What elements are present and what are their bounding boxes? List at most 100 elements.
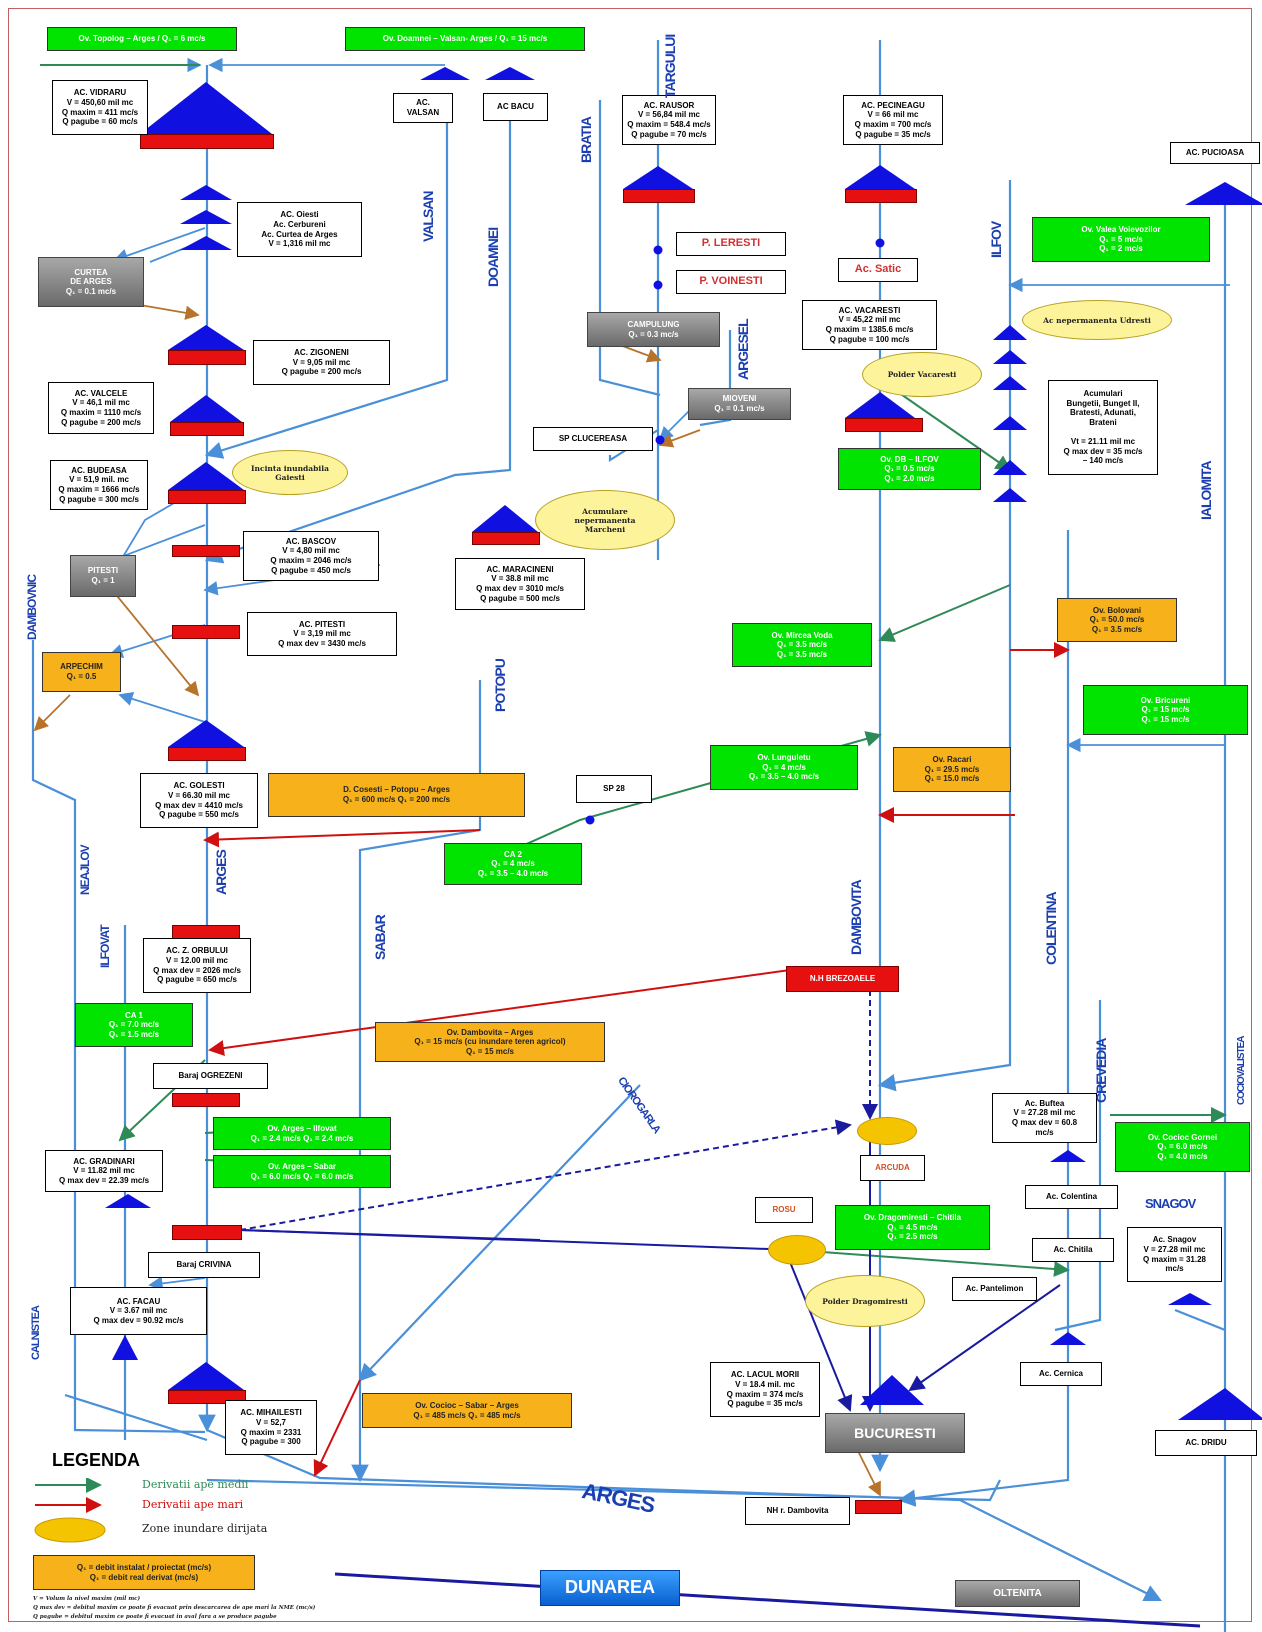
bucuresti-box: BUCURESTI: [825, 1413, 965, 1453]
baraj-crivina-box: Baraj CRIVINA: [148, 1252, 260, 1278]
ac-buftea-box: Ac. Buftea V = 27.28 mil mc Q max dev = …: [992, 1093, 1097, 1143]
sp-28-box: SP 28: [576, 775, 652, 803]
dam-base-pecineagu: [845, 189, 917, 203]
arpechim-box: ARPECHIM Q₁ = 0.5: [42, 652, 121, 692]
ac-pecineagu-box: AC. PECINEAGU V = 66 mil mc Q maxim = 70…: [843, 95, 943, 145]
dambovnic-river: [31, 640, 206, 1434]
ac-lacul-morii-box: AC. LACUL MORII V = 18.4 mil. mc Q maxim…: [710, 1362, 820, 1417]
river-label-neajlov: NEAJLOV: [78, 845, 92, 895]
nh-brezoaele-box: N.H BREZOAELE: [786, 966, 899, 992]
ov-mircea-voda-box: Ov. Mircea Voda Q₁ = 3.5 mc/s Q₁ = 3.5 m…: [732, 623, 872, 667]
river-label-dambovnic: DAMBOVNIC: [25, 575, 39, 640]
ac-bacu-box: AC BACU: [483, 93, 548, 121]
river-label-crevedia: CREVEDIA: [1093, 1038, 1109, 1103]
river-label-potopu: POTOPU: [492, 659, 508, 712]
ac-budeasa-box: AC. BUDEASA V = 51,9 mil. mc Q maxim = 1…: [50, 460, 148, 510]
ov-valea-voievozilor-box: Ov. Valea Voievozilor Q₁ = 5 mc/s Q₁ = 2…: [1032, 217, 1210, 262]
ac-pitesti-box: AC. PITESTI V = 3,19 mil mc Q max dev = …: [247, 612, 397, 656]
dam-base-golesti: [168, 747, 246, 761]
river-label-argesel: ARGESEL: [735, 319, 751, 380]
river-label-valsan: VALSAN: [420, 191, 436, 242]
dunarea-box: DUNAREA: [540, 1570, 680, 1606]
ac-dridu-box: AC. DRIDU: [1155, 1430, 1257, 1456]
river-label-dambovita: DAMBOVITA: [848, 880, 864, 955]
river-label-cociovalistea: COCIOVALISTEA: [1236, 1036, 1247, 1105]
acumulare-marcheni-zone: Acumulare nepermanenta Marcheni: [535, 490, 675, 550]
doamnei-river: [204, 110, 512, 564]
dam-base-valcele: [170, 422, 244, 436]
dam-base-zigoneni: [168, 350, 246, 365]
dam-base-nh-dambovita: [855, 1500, 902, 1514]
ov-dragomiresti-box: Ov. Dragomiresti – Chitila Q₁ = 4.5 mc/s…: [835, 1205, 990, 1250]
rosu-box: ROSU: [755, 1197, 813, 1223]
ac-snagov-box: Ac. Snagov V = 27.28 mil mc Q maxim = 31…: [1127, 1227, 1222, 1282]
footnote-volum: V = Volum la nivel maxim (mil mc): [33, 1596, 141, 1602]
dam-base-vacaresti: [845, 418, 923, 432]
ac-zigoneni-box: AC. ZIGONENI V = 9,05 mil mc Q pagube = …: [253, 340, 390, 385]
udresti-zone: Ac nepermanenta Udresti: [1022, 300, 1172, 340]
dam-base-bascov: [172, 545, 240, 557]
sp-clucereasa-box: SP CLUCEREASA: [533, 427, 653, 451]
pitesti-box: PITESTI Q₁ = 1: [70, 555, 136, 597]
ov-dambovita-arges-box: Ov. Dambovita – Arges Q₁ = 15 mc/s (cu i…: [375, 1022, 605, 1062]
ac-rausor-box: AC. RAUSOR V = 56,84 mil mc Q maxim = 54…: [622, 95, 716, 145]
nh-dambovita-box: NH r. Dambovita: [745, 1497, 850, 1525]
p-voinesti-box: P. VOINESTI: [676, 270, 786, 294]
rosu-zone: [768, 1235, 826, 1265]
ov-doamnei-box: Ov. Doamnei – Valsan- Arges / Q₁ = 15 mc…: [345, 27, 585, 51]
ac-valcele-box: AC. VALCELE V = 46,1 mil mc Q maxim = 11…: [48, 382, 154, 434]
river-label-ialomita: IALOMITA: [1198, 461, 1214, 520]
dam-base-pitesti: [172, 625, 240, 639]
ac-vacaresti-box: AC. VACARESTI V = 45,22 mil mc Q maxim =…: [802, 300, 937, 350]
campulung-box: CAMPULUNG Q₁ = 0.3 mc/s: [587, 312, 720, 347]
legend-debit-box: Q₁ = debit instalat / proiectat (mc/s) Q…: [33, 1555, 255, 1590]
legend-title: LEGENDA: [52, 1450, 141, 1470]
footnote-qmax: Q max dev = debitul maxim ce poate fi ev…: [33, 1605, 316, 1611]
legend-ellipse: [34, 1517, 106, 1543]
ac-zavoiul-orbului-box: AC. Z. ORBULUI V = 12.00 mil mc Q max de…: [143, 938, 251, 993]
dam-base-vidraru: [140, 134, 274, 149]
ac-pantelimon-box: Ac. Pantelimon: [952, 1277, 1037, 1301]
ov-topolog-box: Ov. Topolog – Arges / Q₁ = 6 mc/s: [47, 27, 237, 51]
ac-valsan-box: AC. VALSAN: [393, 93, 453, 123]
legend-derivatii-medii: Derivatii ape medii: [142, 1478, 249, 1491]
colentina-river: [897, 530, 1070, 1507]
dunarea-river: [334, 1572, 1201, 1628]
ac-colentina-box: Ac. Colentina: [1025, 1185, 1118, 1209]
dam-base-budeasa: [168, 490, 246, 504]
legend-derivatii-mari: Derivatii ape mari: [142, 1498, 244, 1511]
ac-oiesti-box: AC. Oiesti Ac. Cerbureni Ac. Curtea de A…: [237, 202, 362, 257]
ov-cocioc-sabar-box: Ov. Cocioc – Sabar – Arges Q₁ = 485 mc/s…: [362, 1393, 572, 1428]
ac-maracineni-box: AC. MARACINENI V = 38.8 mil mc Q max dev…: [455, 558, 585, 610]
ov-bricureni-box: Ov. Bricureni Q₁ = 15 mc/s Q₁ = 15 mc/s: [1083, 685, 1248, 735]
ac-facau-box: AC. FACAU V = 3.67 mil mc Q max dev = 90…: [70, 1287, 207, 1335]
arcuda-zone: [857, 1117, 917, 1145]
ca1-box: CA 1 Q₁ = 7.0 mc/s Q₁ = 1.5 mc/s: [75, 1003, 193, 1047]
ac-chitila-box: Ac. Chitila: [1032, 1238, 1114, 1262]
curtea-de-arges-box: CURTEA DE ARGES Q₁ = 0.1 mc/s: [38, 257, 144, 307]
ac-vidraru-box: AC. VIDRARU V = 450,60 mil mc Q maxim = …: [52, 80, 148, 135]
footnote-qpagube: Q pagube = debitul maxim ce poate fi eva…: [33, 1614, 277, 1620]
page-frame: [8, 8, 1252, 1622]
ov-bolovani-box: Ov. Bolovani Q₁ = 50.0 mc/s Q₁ = 3.5 mc/…: [1057, 598, 1177, 642]
acumulari-box: Acumulari Bungetii, Bunget II, Bratesti,…: [1048, 380, 1158, 475]
dam-base-ogrezeni: [172, 1093, 240, 1107]
ca2-box: CA 2 Q₁ = 4 mc/s Q₁ = 3.5 – 4.0 mc/s: [444, 843, 582, 885]
river-label-sabar: SABAR: [372, 915, 388, 960]
valsan-river: [204, 110, 449, 459]
river-label-bratia: BRATIA: [578, 117, 594, 163]
ac-bascov-box: AC. BASCOV V = 4,80 mil mc Q maxim = 204…: [243, 531, 379, 581]
ac-satic-box: Ac. Satic: [838, 258, 918, 282]
river-label-doamnei: DOAMNEI: [485, 227, 501, 287]
ac-gradinari-box: AC. GRADINARI V = 11.82 mil mc Q max dev…: [45, 1150, 163, 1192]
ov-lunguletu-box: Ov. Lunguletu Q₁ = 4 mc/s Q₁ = 3.5 – 4.0…: [710, 745, 858, 790]
dam-base-zavoiul: [172, 925, 240, 939]
ov-arges-ilfovat-box: Ov. Arges – Ilfovat Q₁ = 2.4 mc/s Q₁ = 2…: [213, 1117, 391, 1150]
ciorogarla-river: [358, 1084, 641, 1382]
river-label-snagov: SNAGOV: [1145, 1196, 1196, 1211]
ac-golesti-box: AC. GOLESTI V = 66.30 mil mc Q max dev =…: [140, 773, 258, 828]
ov-racari-box: Ov. Racari Q₁ = 29.5 mc/s Q₁ = 15.0 mc/s: [893, 747, 1011, 792]
river-label-ilfovat: ILFOVAT: [98, 925, 112, 968]
incinta-gaiesti-zone: Incinta inundabila Gaiesti: [232, 450, 348, 495]
